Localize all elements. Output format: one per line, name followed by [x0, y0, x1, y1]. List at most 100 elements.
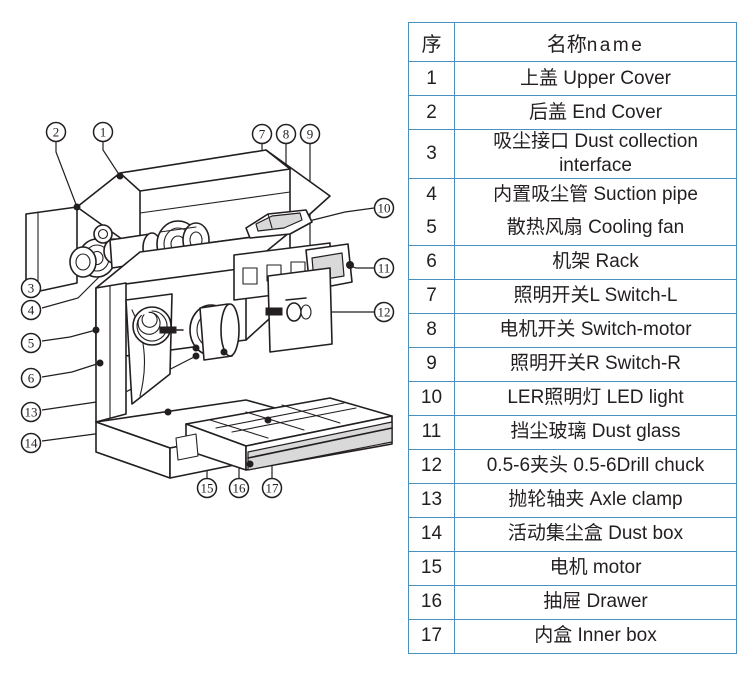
- callout-circle: [20, 332, 42, 354]
- callout-number: 16: [233, 481, 247, 496]
- row-index: 3: [408, 129, 455, 179]
- part-name-text: 电机开关 Switch-motor: [499, 319, 692, 341]
- part-name-text: 照明开关R Switch-R: [509, 353, 681, 375]
- callout-number: 15: [201, 481, 214, 496]
- callout-15: 15: [196, 477, 218, 499]
- row-part-name: 挡尘玻璃 Dust glass: [454, 414, 737, 450]
- row-index: 6: [408, 244, 455, 280]
- row-part-name: LER照明灯 LED light: [454, 380, 737, 416]
- callout-number: 2: [53, 125, 60, 140]
- row-index: 11: [408, 414, 455, 450]
- callout-11: 11: [373, 257, 395, 279]
- column-header-name-cn: 名称: [546, 33, 587, 56]
- part-name-text: 吸尘接口 Dust collection interface: [493, 131, 698, 176]
- callout-9: 9: [299, 123, 321, 145]
- table-row: 7 照明开关L Switch-L: [408, 278, 737, 314]
- row-part-name: 机架 Rack: [454, 244, 737, 280]
- callout-number: 12: [378, 305, 391, 320]
- row-index: 10: [408, 380, 455, 416]
- callout-number: 13: [25, 405, 38, 420]
- part-name-text: 挡尘玻璃 Dust glass: [510, 421, 681, 443]
- part-name-text: 照明开关L Switch-L: [513, 285, 678, 307]
- callout-circle: [373, 257, 395, 279]
- column-header-name-en: name: [586, 34, 645, 56]
- table-head: 序 名称name: [408, 22, 737, 62]
- row-part-name: 抛轮轴夹 Axle clamp: [454, 482, 737, 518]
- callout-13: 13: [20, 401, 42, 423]
- callout-circle: [196, 477, 218, 499]
- row-index: 12: [408, 448, 455, 484]
- row-index: 14: [408, 516, 455, 552]
- callout-number: 6: [28, 371, 35, 386]
- table-row: 8 电机开关 Switch-motor: [408, 312, 737, 348]
- callout-circle: [373, 197, 395, 219]
- table-row: 9 照明开关R Switch-R: [408, 346, 737, 382]
- row-index: 17: [408, 618, 455, 654]
- column-header-name: 名称name: [454, 22, 737, 62]
- row-index: 15: [408, 550, 455, 586]
- drill-chuck: [265, 267, 333, 353]
- table-row: 3 吸尘接口 Dust collection interface: [408, 129, 737, 179]
- callout-10: 10: [373, 197, 395, 219]
- callout-8: 8: [275, 123, 297, 145]
- row-index: 1: [408, 61, 455, 96]
- led-lamp: [245, 209, 313, 239]
- callout-number: 8: [283, 127, 290, 142]
- callout-circle: [299, 123, 321, 145]
- row-part-name: 内盒 Inner box: [454, 618, 737, 654]
- callout-number: 9: [307, 127, 314, 142]
- row-part-name: 后盖 End Cover: [454, 95, 737, 130]
- drawer: [175, 397, 393, 471]
- callout-2: 2: [45, 121, 67, 143]
- callout-17: 17: [261, 477, 283, 499]
- callout-number: 14: [25, 436, 39, 451]
- table-row: 10 LER照明灯 LED light: [408, 380, 737, 416]
- table-row: 11 挡尘玻璃 Dust glass: [408, 414, 737, 450]
- row-part-name: 电机 motor: [454, 550, 737, 586]
- callout-circle: [275, 123, 297, 145]
- row-index: 2: [408, 95, 455, 130]
- part-name-text: 散热风扇 Cooling fan: [506, 217, 685, 239]
- callout-14: 14: [20, 432, 42, 454]
- callout-number: 3: [28, 281, 35, 296]
- callout-number: 4: [28, 303, 35, 318]
- row-index: 8: [408, 312, 455, 348]
- machine-drawing: [25, 149, 393, 479]
- table-row: 2 后盖 End Cover: [408, 95, 737, 130]
- row-index: 9: [408, 346, 455, 382]
- callout-circle: [251, 123, 273, 145]
- callout-number: 7: [259, 127, 266, 142]
- row-index: 16: [408, 584, 455, 620]
- row-index: 7: [408, 278, 455, 314]
- column-header-index: 序: [408, 22, 455, 62]
- part-name-text: 机架 Rack: [552, 251, 639, 273]
- row-part-name: 电机开关 Switch-motor: [454, 312, 737, 348]
- callout-5: 5: [20, 332, 42, 354]
- callout-circle: [228, 477, 250, 499]
- row-part-name: 吸尘接口 Dust collection interface: [454, 129, 737, 179]
- part-name-text: 后盖 End Cover: [528, 101, 663, 123]
- callout-16: 16: [228, 477, 250, 499]
- diagram-svg: .ln { fill:none; stroke:#231f20; stroke-…: [20, 121, 395, 499]
- callout-circle: [92, 121, 114, 143]
- callout-circle: [20, 277, 42, 299]
- table-row: 6 机架 Rack: [408, 244, 737, 280]
- part-name-text: LER照明灯 LED light: [507, 387, 684, 409]
- machine-exploded-diagram: .ln { fill:none; stroke:#231f20; stroke-…: [20, 121, 395, 499]
- cooling-fan: [132, 306, 172, 346]
- callout-circle: [373, 301, 395, 323]
- callout-6: 6: [20, 367, 42, 389]
- row-part-name: 0.5-6夹头 0.5-6Drill chuck: [454, 448, 737, 484]
- callout-3: 3: [20, 277, 42, 299]
- row-index: 13: [408, 482, 455, 518]
- callout-circle: [261, 477, 283, 499]
